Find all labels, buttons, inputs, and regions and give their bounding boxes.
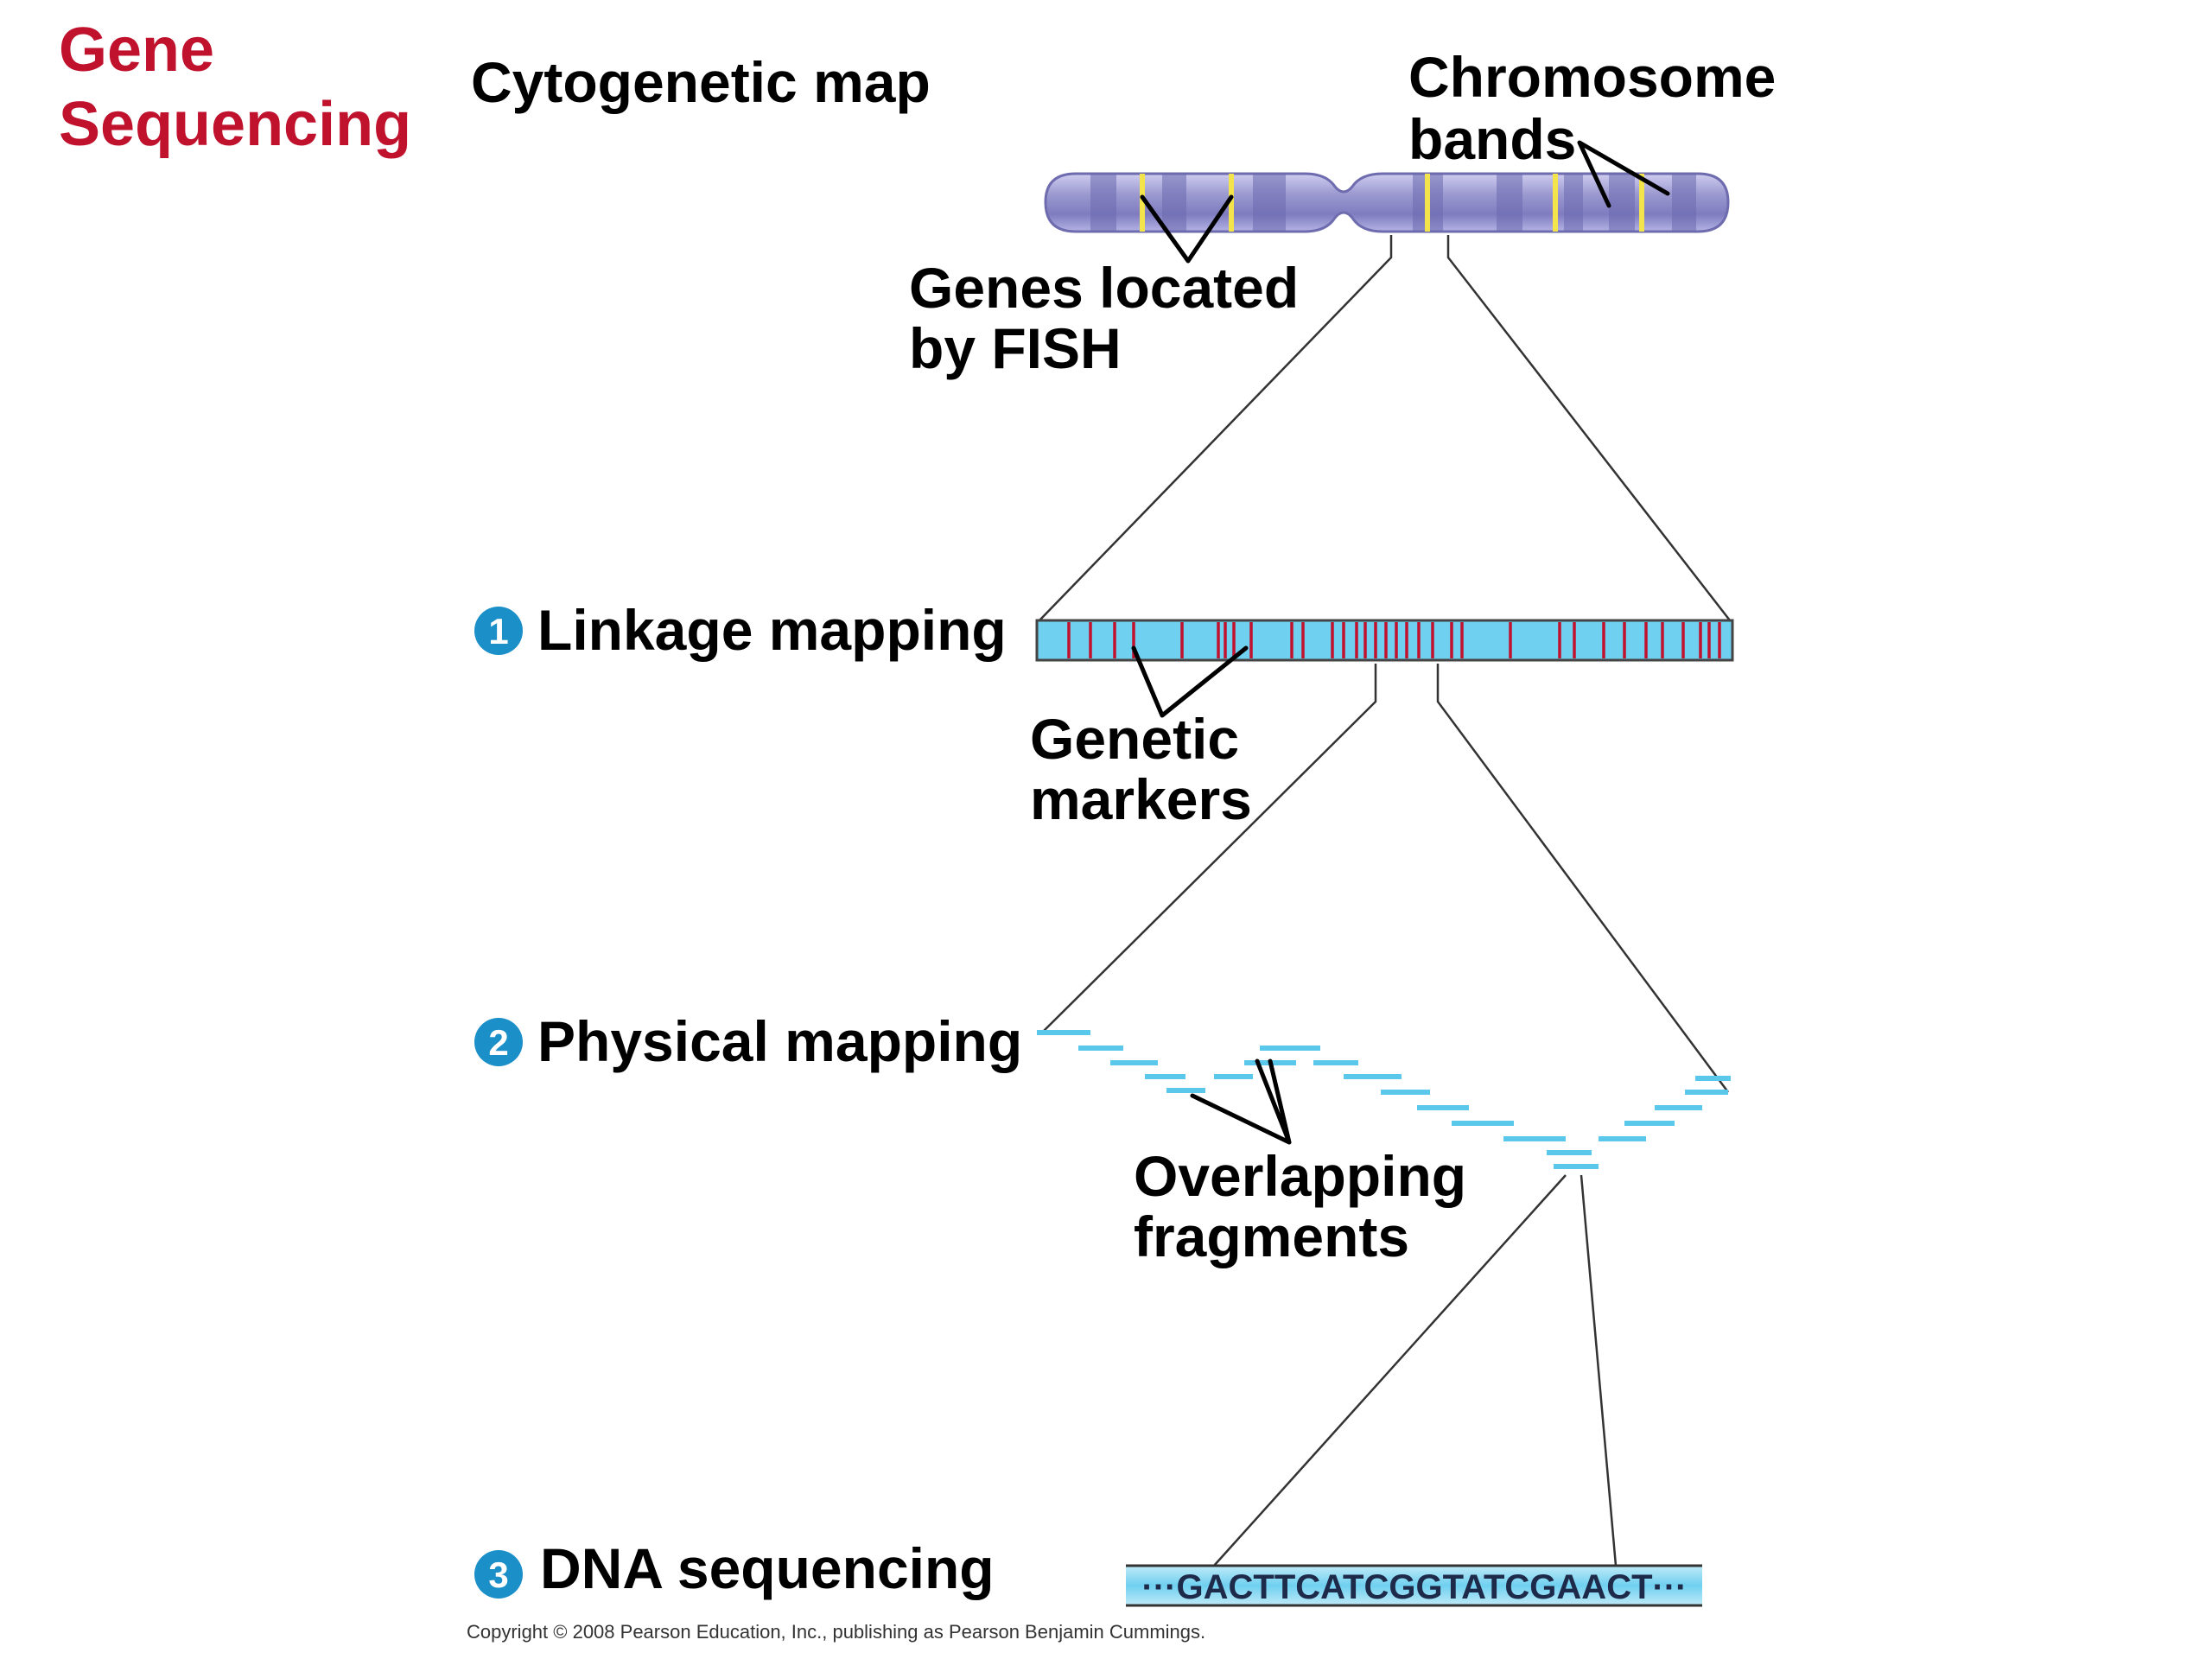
title-line-2: Sequencing xyxy=(59,90,411,159)
linkage-mapping-label: Linkage mapping xyxy=(537,598,1007,662)
genetic-markers-label-1: Genetic xyxy=(1030,707,1239,771)
step-1-badge: 1 xyxy=(474,607,523,655)
step-3-badge: 3 xyxy=(474,1550,523,1599)
dna-sequence-text: ···GACTTCATCGGTATCGAACT··· xyxy=(1142,1568,1688,1606)
gene-band xyxy=(1639,174,1644,232)
linkage-bar xyxy=(1035,619,1734,662)
gene-band xyxy=(1553,174,1558,232)
fragments-pointer xyxy=(1190,1058,1292,1145)
fish-genes-pointer xyxy=(1140,194,1234,264)
chromosome-band xyxy=(1672,174,1696,232)
gene-band xyxy=(1229,174,1234,232)
overlapping-fragments xyxy=(1037,1030,1731,1169)
overlapping-fragments-label-2: fragments xyxy=(1134,1205,1409,1268)
chromosome-band xyxy=(1090,174,1116,232)
svg-text:1: 1 xyxy=(488,611,508,652)
zoom-lines-left-3 xyxy=(1213,1174,1567,1567)
chromosome-bands-pointer xyxy=(1577,140,1670,208)
gene-band xyxy=(1425,174,1430,232)
step-2-badge: 2 xyxy=(474,1018,523,1066)
copyright-notice: Copyright © 2008 Pearson Education, Inc.… xyxy=(467,1621,1205,1643)
genetic-markers-label-2: markers xyxy=(1030,767,1252,831)
chromosome-band xyxy=(1497,174,1522,232)
chromosome-band xyxy=(1564,174,1583,232)
physical-mapping-label: Physical mapping xyxy=(537,1009,1022,1073)
chromosome-band xyxy=(1609,174,1635,232)
dna-sequence-strip: ···GACTTCATCGGTATCGAACT··· xyxy=(1126,1564,1702,1607)
chromosome-band xyxy=(1253,174,1286,232)
chromosome-bands-label-2: bands xyxy=(1408,107,1576,171)
cytogenetic-map-heading: Cytogenetic map xyxy=(471,50,931,114)
dna-sequencing-label: DNA sequencing xyxy=(540,1536,995,1600)
svg-text:2: 2 xyxy=(488,1022,508,1063)
title-line-1: Gene xyxy=(59,16,214,85)
genetic-markers-pointer xyxy=(1131,645,1249,718)
gene-band xyxy=(1140,174,1145,232)
chromosome-bands-label-1: Chromosome xyxy=(1408,45,1776,109)
chromosome-band xyxy=(1162,174,1186,232)
zoom-lines-right-3 xyxy=(1580,1174,1618,1567)
zoom-lines-left-2 xyxy=(1040,664,1377,1034)
genes-fish-label-1: Genes located xyxy=(909,256,1299,320)
zoom-lines-right-1 xyxy=(1446,235,1731,621)
zoom-lines-right-2 xyxy=(1436,664,1730,1093)
overlapping-fragments-label-1: Overlapping xyxy=(1134,1144,1466,1208)
genes-fish-label-2: by FISH xyxy=(909,316,1122,380)
svg-text:3: 3 xyxy=(488,1554,508,1595)
zoom-lines-left-1 xyxy=(1039,235,1393,621)
